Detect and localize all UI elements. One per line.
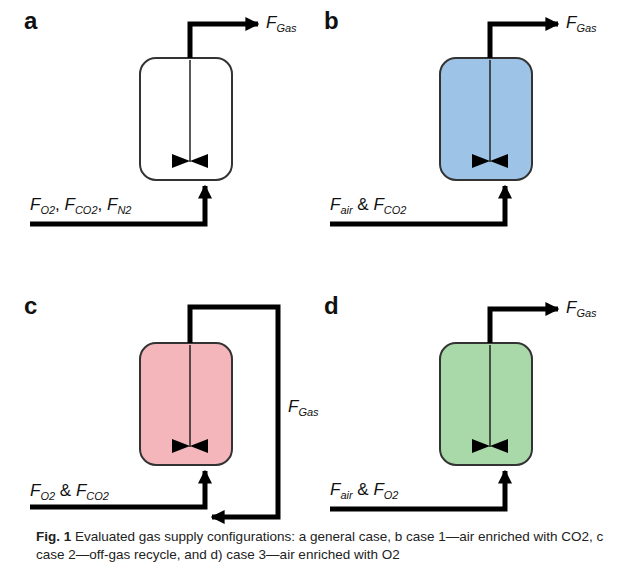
figure-caption: Fig. 1 Evaluated gas supply configuratio… <box>36 528 614 564</box>
panel-letter: d <box>324 293 339 319</box>
bioreactor <box>330 309 558 509</box>
flow-label: Fair & FO2 <box>330 481 399 501</box>
flow-label: FGas <box>566 14 597 34</box>
flow-label: FO2, FCO2, FN2 <box>30 196 131 216</box>
bioreactor <box>30 307 278 517</box>
panel-letter: a <box>24 8 37 34</box>
bioreactor <box>30 24 258 224</box>
flow-label: FGas <box>266 14 297 34</box>
panel-letter: c <box>24 293 37 319</box>
panel-letter: b <box>324 8 339 34</box>
flow-label: Fair & FCO2 <box>330 196 406 216</box>
bioreactor <box>330 24 558 224</box>
flow-label: FO2 & FCO2 <box>30 482 109 502</box>
flow-label: FGas <box>288 398 319 418</box>
flow-label: FGas <box>566 299 597 319</box>
